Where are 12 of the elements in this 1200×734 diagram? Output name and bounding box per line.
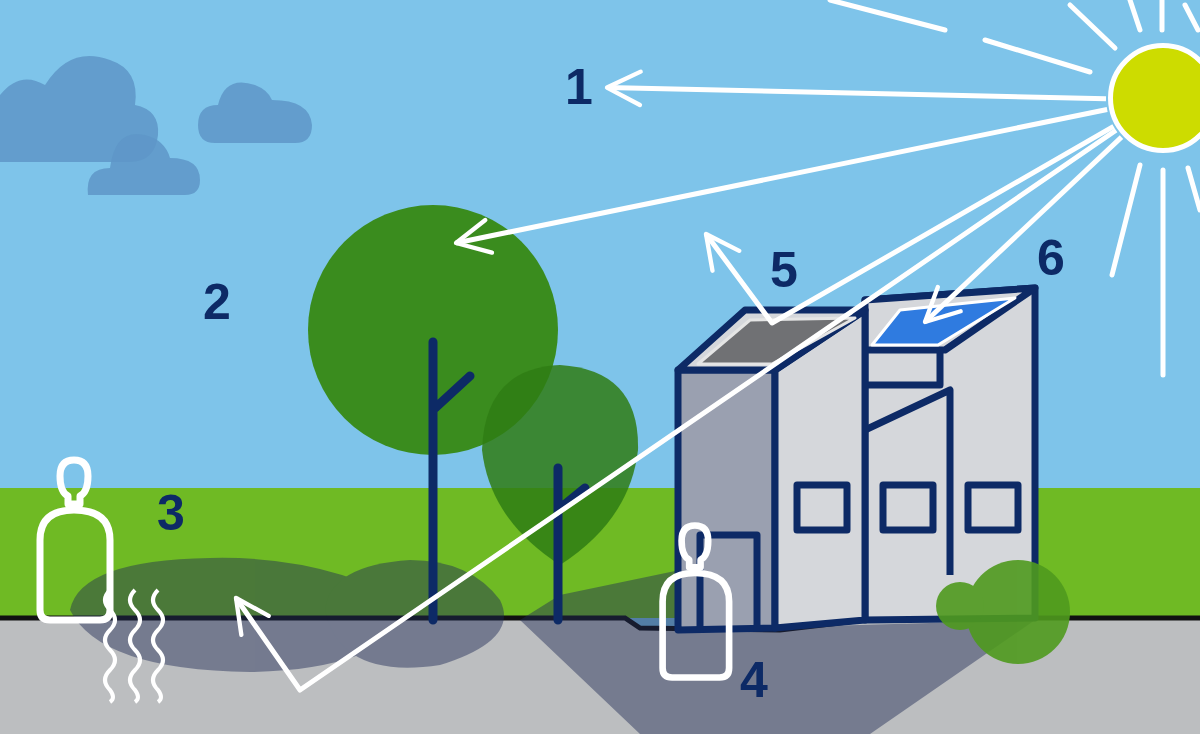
callout-number: 2	[203, 277, 231, 327]
callout-number: 6	[1037, 233, 1065, 283]
arrow	[703, 124, 1115, 326]
arrow	[604, 69, 1107, 108]
callout-number: 5	[770, 245, 798, 295]
callout-number: 4	[740, 655, 768, 705]
callout-number: 1	[565, 62, 593, 112]
callout-number: 3	[157, 488, 185, 538]
arrow	[233, 128, 1118, 693]
arrow	[922, 135, 1124, 325]
sun-icon	[1108, 43, 1200, 153]
arrow	[453, 107, 1108, 255]
